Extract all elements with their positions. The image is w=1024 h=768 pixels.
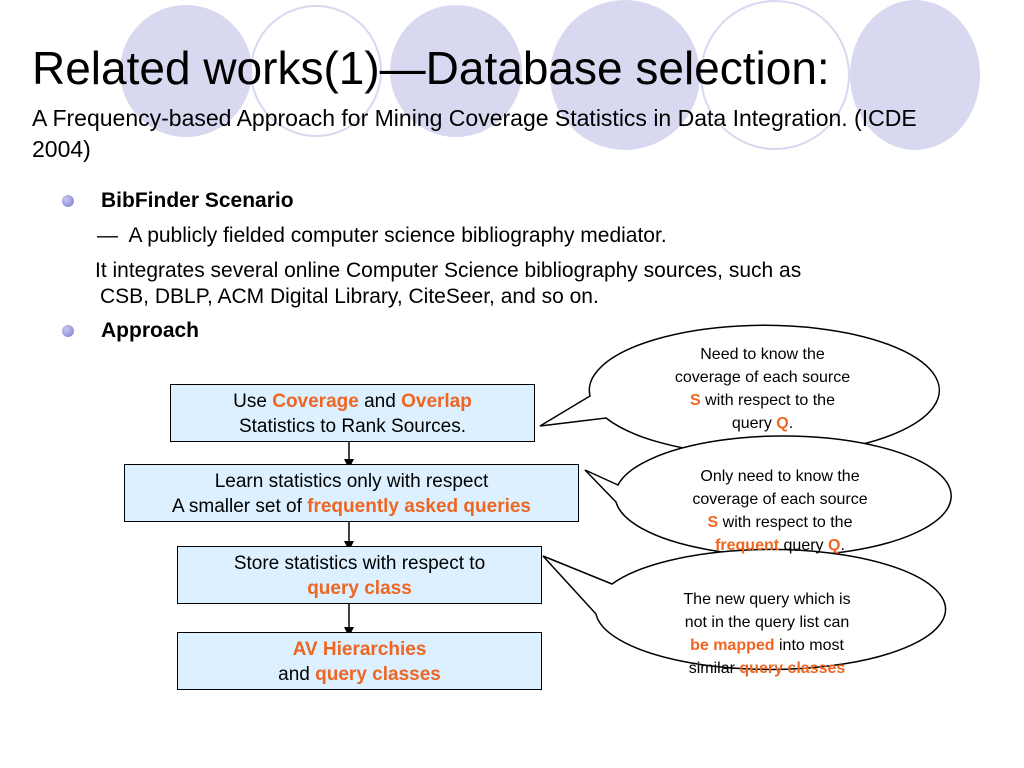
highlight-query-classes: query classes	[315, 664, 441, 685]
highlight-be-mapped: be mapped	[690, 637, 775, 654]
bibfinder-line-3: CSB, DBLP, ACM Digital Library, CiteSeer…	[100, 285, 599, 308]
highlight-q: Q	[828, 537, 841, 554]
box-text: A smaller set of	[171, 496, 308, 517]
callout-line: similar	[688, 660, 740, 677]
callout-line: Need to know the	[700, 346, 825, 363]
dash-mark: —	[97, 224, 118, 247]
decor-circle-1	[120, 5, 252, 137]
box-text: Learn statistics only with respect	[214, 471, 489, 492]
callout-line: into most	[774, 637, 844, 654]
highlight-frequent: frequent	[715, 537, 780, 554]
flow-box-learn-statistics: Learn statistics only with respect A sma…	[124, 464, 579, 522]
callout-bubble-2	[584, 435, 952, 557]
box-text: Use	[233, 391, 273, 412]
decor-ring-2	[700, 0, 850, 150]
decor-circle-4	[850, 0, 980, 150]
callout-2-text: Only need to know the coverage of each s…	[655, 465, 905, 557]
box-text: Statistics to Rank Sources.	[238, 416, 467, 437]
callout-line: The new query which is	[683, 591, 851, 608]
callout-line: coverage of each source	[692, 491, 868, 508]
flow-box-av-hierarchies: AV Hierarchies and query classes	[177, 632, 542, 690]
decor-circle-3	[550, 0, 700, 150]
highlight-query-class: query class	[307, 578, 412, 599]
bibfinder-line-1: — A publicly fielded computer science bi…	[97, 223, 667, 249]
box-text: and	[358, 391, 402, 412]
box-text: Store statistics with respect to	[233, 553, 486, 574]
box-text: and	[278, 664, 316, 685]
flow-box-rank-sources: Use Coverage and Overlap Statistics to R…	[170, 384, 535, 442]
bullet-label: BibFinder Scenario	[101, 189, 294, 212]
highlight-s: S	[690, 392, 701, 409]
decor-circle-2	[390, 5, 522, 137]
bullet-dot-icon	[62, 325, 74, 337]
bullet-dot-icon	[62, 195, 74, 207]
bullet-label: Approach	[101, 319, 200, 342]
decor-ring-1	[250, 5, 382, 137]
callout-3-text: The new query which is not in the query …	[637, 588, 897, 680]
highlight-frequent-queries: frequently asked queries	[307, 496, 532, 517]
callout-line: Only need to know the	[700, 468, 860, 485]
callout-line: query	[779, 537, 828, 554]
callout-line: with respect to the	[718, 514, 853, 531]
highlight-overlap: Overlap	[401, 391, 472, 412]
highlight-av-hierarchies: AV Hierarchies	[292, 639, 427, 660]
callout-1-text: Need to know the coverage of each source…	[640, 343, 885, 435]
highlight-query-classes: query classes	[739, 660, 846, 677]
callout-line: not in the query list can	[684, 614, 850, 631]
callout-line: coverage of each source	[674, 369, 851, 386]
slide-title: Related works(1)—Database selection:	[32, 42, 830, 94]
flow-box-query-class: Store statistics with respect to query c…	[177, 546, 542, 604]
highlight-coverage: Coverage	[272, 391, 359, 412]
highlight-q: Q	[776, 415, 789, 432]
callout-bubble-3	[542, 548, 947, 671]
highlight-s: S	[707, 514, 719, 531]
bibfinder-desc: A publicly fielded computer science bibl…	[128, 224, 667, 247]
callout-punct: .	[788, 415, 794, 432]
bibfinder-line-2: It integrates several online Computer Sc…	[95, 259, 802, 282]
slide-subtitle: A Frequency-based Approach for Mining Co…	[32, 105, 917, 162]
callout-punct: .	[840, 537, 845, 554]
callout-line: query	[731, 415, 777, 432]
callout-line: with respect to the	[700, 392, 835, 409]
